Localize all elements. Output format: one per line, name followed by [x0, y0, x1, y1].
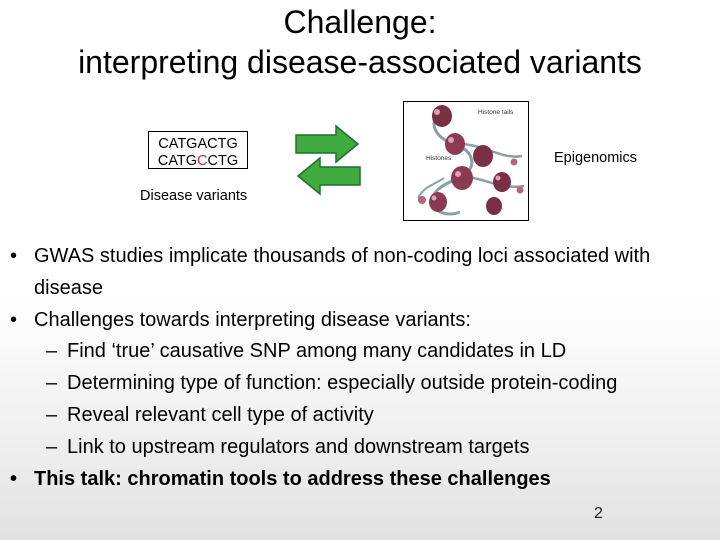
- slide-title-line1: Challenge:: [283, 4, 437, 40]
- disease-variants-label: Disease variants: [140, 188, 248, 204]
- sub-bullet-marker: –: [46, 340, 58, 363]
- histones-label: Histones: [426, 155, 452, 162]
- sub-bullet-marker: –: [46, 372, 58, 395]
- histone-tails-label: Histone tails: [478, 109, 514, 116]
- page-number: 2: [594, 505, 603, 522]
- bullet-item: • Challenges towards interpreting disease…: [10, 305, 715, 337]
- slide-title-line2: interpreting disease-associated variants: [78, 44, 642, 80]
- reference-sequence: CATGACTG: [158, 136, 238, 152]
- sub-bullet-text: Link to upstream regulators and downstre…: [67, 435, 530, 458]
- right-arrow-icon: [295, 124, 360, 164]
- bullet-list: • GWAS studies implicate thousands of non…: [10, 241, 715, 495]
- sub-bullet-item: –Find ‘true’ causative SNP among many ca…: [10, 336, 715, 368]
- sub-bullet-item: –Link to upstream regulators and downstr…: [10, 432, 715, 464]
- dna-sequence-box: CATGACTG CATGCCTG: [148, 131, 248, 169]
- bullet-text: GWAS studies implicate thousands of non-…: [34, 245, 651, 299]
- bidirectional-arrows-icon: [295, 124, 361, 196]
- bullet-text: This talk: chromatin tools to address th…: [34, 467, 551, 490]
- sub-bullet-marker: –: [46, 435, 58, 458]
- bullet-text: Challenges towards interpreting disease …: [34, 308, 471, 331]
- bullet-marker: •: [10, 308, 18, 331]
- sub-bullet-text: Find ‘true’ causative SNP among many can…: [67, 340, 567, 363]
- slide-title: Challenge: interpreting disease-associat…: [0, 2, 720, 82]
- left-arrow-icon: [296, 156, 361, 196]
- variant-base: C: [197, 153, 208, 169]
- histone-illustration: Histone tails Histones: [403, 101, 529, 221]
- sub-bullet-text: Determining type of function: especially…: [67, 372, 618, 395]
- bullet-marker: •: [10, 467, 18, 490]
- variant-sequence-suffix: CTG: [207, 153, 239, 169]
- sub-bullet-item: –Determining type of function: especiall…: [10, 368, 715, 400]
- bullet-item: • GWAS studies implicate thousands of non…: [10, 241, 715, 305]
- epigenomics-label: Epigenomics: [554, 150, 638, 166]
- bullet-marker: •: [10, 245, 18, 267]
- sub-bullet-text: Reveal relevant cell type of activity: [67, 403, 374, 426]
- variant-sequence: CATGCCTG: [149, 153, 247, 170]
- sub-bullet-marker: –: [46, 403, 58, 426]
- bullet-item: • This talk: chromatin tools to address t…: [10, 464, 715, 496]
- variant-sequence-prefix: CATG: [157, 153, 198, 169]
- sub-bullet-item: –Reveal relevant cell type of activity: [10, 400, 715, 432]
